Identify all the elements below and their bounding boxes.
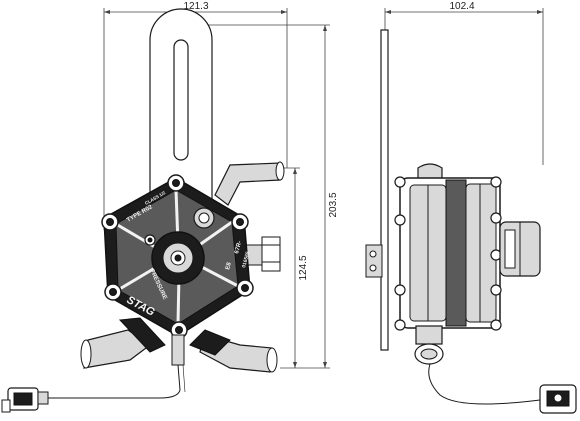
side-connector xyxy=(539,384,577,414)
dimension-overall-height: 203.5 xyxy=(200,24,339,369)
side-bolts xyxy=(394,176,502,331)
front-connector xyxy=(1,387,49,413)
dimension-side-width: 102.4 xyxy=(384,1,544,165)
mounting-bracket xyxy=(149,8,213,201)
approval-number: 016565 xyxy=(241,251,251,269)
side-bottom-pipe xyxy=(414,325,444,365)
side-view xyxy=(365,29,577,414)
outlet-pipe xyxy=(214,161,285,206)
regulator-body xyxy=(103,177,251,337)
dimension-side-width-label: 102.4 xyxy=(449,1,474,12)
approval-code: 67R- xyxy=(234,240,243,254)
body-bolts xyxy=(101,174,254,339)
front-view: TYPE R02 CLASS 1/2 PRESSURE E8 67R- 0165… xyxy=(1,8,285,413)
side-top-cap xyxy=(417,163,443,181)
dimension-overall-height-label: 203.5 xyxy=(328,192,339,217)
approval-mark: E8 xyxy=(225,261,233,270)
side-mounting-plate xyxy=(365,29,389,351)
dimension-body-height-label: 124.5 xyxy=(298,255,309,280)
side-right-fitting xyxy=(499,221,541,277)
side-body xyxy=(399,177,501,329)
inlet-fitting xyxy=(235,236,281,272)
side-sensor-cable xyxy=(428,363,541,405)
sensor-cable xyxy=(40,334,186,399)
dimension-front-width-label: 121.3 xyxy=(183,1,208,12)
bottom-pipes xyxy=(80,317,278,373)
